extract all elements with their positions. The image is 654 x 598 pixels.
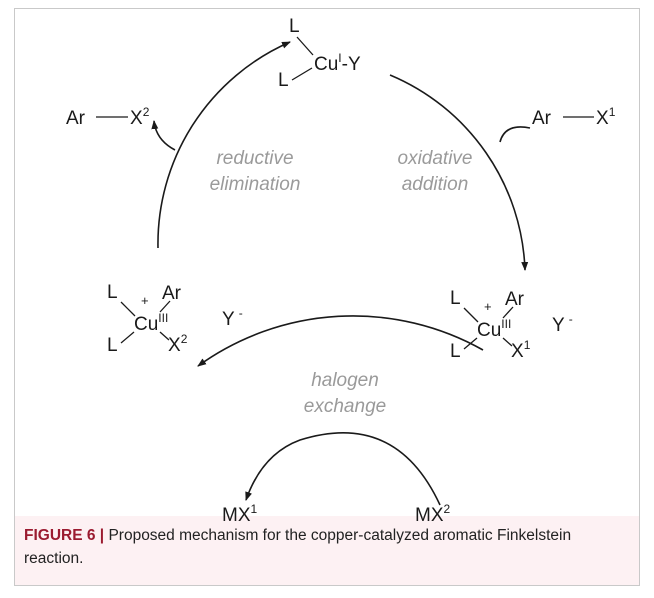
bond-left-halide: [159, 331, 170, 341]
bond-left-lower: [120, 331, 135, 344]
left-counterion: Y-: [222, 306, 243, 330]
caption-text: Proposed mechanism for the copper-cataly…: [24, 527, 572, 567]
right-charge: +: [484, 299, 492, 314]
reactant-halide: X1: [596, 105, 616, 129]
copper-iii-complex-left: L L + Ar CuIII X2 Y-: [107, 282, 243, 356]
right-aryl: Ar: [505, 289, 525, 310]
left-halide: X2: [168, 332, 188, 356]
bond-right-lower: [463, 337, 478, 350]
top-ligand-upper: L: [289, 16, 300, 37]
bond-left-upper: [120, 301, 136, 317]
halogen-label: halogen: [311, 370, 379, 391]
left-metal-label: CuIII: [134, 311, 168, 335]
reactant-aryl: Ar: [532, 108, 552, 129]
product-aryl: Ar: [66, 108, 86, 129]
step-reductive-elimination: reductive elimination: [210, 148, 301, 195]
left-ligand-upper: L: [107, 282, 118, 303]
left-charge: +: [141, 293, 149, 308]
figure-frame: [14, 8, 640, 586]
bond-left-aryl: [159, 300, 171, 313]
addition-label: addition: [402, 174, 469, 195]
step-halogen-exchange: halogen exchange: [304, 370, 386, 417]
arrow-aryl-halide-in: [499, 126, 531, 143]
salt-reagent: MX2: [415, 502, 451, 526]
reductive-label: reductive: [216, 148, 293, 169]
elimination-label: elimination: [210, 174, 301, 195]
right-ligand-lower: L: [450, 341, 461, 362]
caption-label: FIGURE 6 |: [24, 527, 105, 544]
caption-bar: [15, 516, 639, 585]
copper-iii-complex-right: L L + Ar CuIII X1 Y-: [450, 288, 573, 362]
bond-right-aryl: [502, 306, 514, 319]
right-halide: X1: [511, 338, 531, 362]
right-counterion: Y-: [552, 312, 573, 336]
step-oxidative-addition: oxidative addition: [398, 148, 473, 195]
bond-right-upper: [463, 307, 479, 323]
aryl-halide-product: Ar X2: [66, 105, 150, 129]
copper-i-complex: L L CuI-Y: [278, 16, 361, 91]
bond-right-halide: [502, 337, 513, 347]
bond-top-upper: [296, 36, 314, 56]
left-aryl: Ar: [162, 283, 182, 304]
aryl-halide-reactant: Ar X1: [532, 105, 616, 129]
exchange-label: exchange: [304, 396, 386, 417]
right-ligand-upper: L: [450, 288, 461, 309]
product-halide: X2: [130, 105, 150, 129]
arrow-aryl-halide-out: [151, 120, 176, 151]
figure-caption: FIGURE 6 | Proposed mechanism for the co…: [24, 524, 630, 570]
arrow-salt-exchange: [245, 432, 441, 506]
cycle-arc-oxidative-addition: [389, 74, 529, 271]
top-metal-label: CuI-Y: [314, 51, 361, 75]
salt-byproduct: MX1: [222, 502, 258, 526]
top-ligand-lower: L: [278, 70, 289, 91]
cycle-arc-halogen-exchange: [197, 315, 484, 367]
oxidative-label: oxidative: [398, 148, 473, 169]
right-metal-label: CuIII: [477, 317, 511, 341]
cycle-arc-reductive-elimination: [157, 41, 291, 249]
left-ligand-lower: L: [107, 335, 118, 356]
bond-top-lower: [291, 67, 313, 81]
